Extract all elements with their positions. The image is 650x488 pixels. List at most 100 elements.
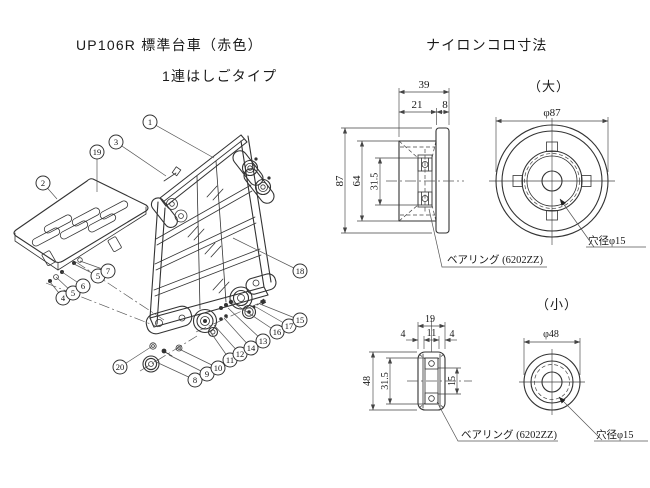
cart-exploded-view <box>13 134 277 373</box>
top-left-corner-bracket <box>150 197 188 229</box>
corner-roller <box>254 178 272 196</box>
callout-number-19: 19 <box>93 147 102 157</box>
callout-number-12: 12 <box>236 349 245 359</box>
dim-4-left: 4 <box>401 329 406 340</box>
callout-balloon-16 <box>269 324 285 340</box>
dim-11: 11 <box>427 328 437 339</box>
large-front-dimensions: φ87 <box>495 107 609 172</box>
dim-21: 21 <box>412 99 423 111</box>
deck-panel <box>13 178 149 271</box>
callout-leader-16 <box>231 301 278 333</box>
ladder-frame <box>145 134 277 335</box>
bottom-left-wheel-bracket <box>145 305 193 335</box>
callout-number-2: 2 <box>41 178 45 188</box>
callout-balloon-7 <box>100 263 116 279</box>
callout-number-18: 18 <box>296 266 305 276</box>
callout-balloon-19 <box>89 144 105 160</box>
dim-87: 87 <box>334 175 346 187</box>
bolt-head-part-3 <box>171 166 182 177</box>
dim-39: 39 <box>419 79 431 91</box>
left-axle-parts <box>142 342 183 373</box>
callout-leader-13 <box>227 307 264 342</box>
page-subtitle: 1連はしごタイプ <box>162 68 277 84</box>
bearing-label-large: ベアリング (6202ZZ) <box>428 208 547 268</box>
deck-slots <box>31 200 129 247</box>
deck-hinge-bracket <box>107 236 122 252</box>
dim-d87: φ87 <box>543 107 561 119</box>
corner-roller <box>166 198 178 210</box>
deck-mount-bolts <box>48 257 83 283</box>
callout-number-7: 7 <box>106 266 110 276</box>
callout-balloon-1 <box>142 114 158 130</box>
large-roller-heading: （大） <box>528 79 570 94</box>
callout-number-3: 3 <box>114 137 118 147</box>
callout-balloon-13 <box>255 333 271 349</box>
callout-balloon-8 <box>187 372 203 388</box>
callout-leader-8 <box>153 360 196 381</box>
callout-balloon-20 <box>112 359 128 375</box>
callout-number-6: 6 <box>81 281 85 291</box>
top-right-corner-bracket <box>232 150 275 204</box>
small-roller-side-view: 19 4 11 4 48 31.5 15 ベアリング (6202ZZ) <box>362 314 558 442</box>
callout-balloon-14 <box>243 340 259 356</box>
dim-8: 8 <box>442 99 448 111</box>
dim-4-right: 4 <box>450 329 455 340</box>
small-roller-front-view: φ48 穴径φ15 <box>519 329 648 442</box>
center-hole <box>541 170 563 192</box>
callout-number-10: 10 <box>214 363 223 373</box>
deck-hinge-bracket <box>41 250 56 266</box>
dim-19: 19 <box>425 314 435 325</box>
callout-number-17: 17 <box>285 321 294 331</box>
callout-balloon-18 <box>292 263 308 279</box>
callout-number-9: 9 <box>205 369 209 379</box>
small-front-dimensions: φ48 <box>523 329 581 375</box>
hole-label-large: 穴径φ15 <box>559 198 646 248</box>
hole-label-text: 穴径φ15 <box>596 428 634 441</box>
bolt-part-3 <box>163 172 177 182</box>
small-bearing-bottom <box>424 392 439 405</box>
callout-number-20: 20 <box>116 362 125 372</box>
callout-balloon-6 <box>75 278 91 294</box>
callout-number-5: 5 <box>71 288 75 298</box>
dim-31-5-small: 31.5 <box>380 372 391 390</box>
page-title: UP106R 標準台車（赤色） <box>76 37 263 53</box>
bottom-right-wheel-bracket <box>245 273 277 295</box>
surface-hatch-marks <box>187 185 230 294</box>
callout-balloon-15 <box>292 312 308 328</box>
callout-number-8: 8 <box>193 375 197 385</box>
bearing-label-small: ベアリング (6202ZZ) <box>436 401 558 442</box>
callout-number-4: 4 <box>61 293 66 303</box>
bearing-label-text: ベアリング (6202ZZ) <box>461 428 557 441</box>
callout-number-14: 14 <box>247 343 256 353</box>
corner-roller <box>174 209 188 223</box>
small-center-crosshair <box>519 349 585 415</box>
large-roller-side-view: 39 21 8 87 64 31.5 ベアリング (6202ZZ) <box>334 79 547 268</box>
callout-number-16: 16 <box>273 327 282 337</box>
large-side-dimensions: 39 21 8 87 64 31.5 <box>334 79 450 234</box>
callout-number-15: 15 <box>296 315 305 325</box>
callout-number-1: 1 <box>148 117 152 127</box>
callout-number-5: 5 <box>96 271 100 281</box>
hole-label-small: 穴径φ15 <box>558 396 648 442</box>
callout-balloon-10 <box>210 360 226 376</box>
ladder-side-rails <box>196 160 227 310</box>
small-bearing-top <box>424 357 439 370</box>
small-side-dimensions: 19 4 11 4 48 31.5 15 <box>362 314 461 411</box>
callout-leader-3 <box>115 141 167 177</box>
dim-64: 64 <box>351 175 363 187</box>
callout-balloon-2 <box>35 175 51 191</box>
dim-48: 48 <box>362 376 373 386</box>
front-roller-wheel <box>192 308 219 338</box>
callout-number-11: 11 <box>226 355 234 365</box>
section-title: ナイロンコロ寸法 <box>426 37 548 53</box>
hub-ribs <box>512 141 592 221</box>
callout-number-13: 13 <box>259 336 268 346</box>
large-roller-front-view: φ87 穴径φ15 <box>489 107 646 248</box>
wheel-disc-profile <box>435 127 450 234</box>
dim-31-5: 31.5 <box>370 173 381 191</box>
callout-leader-1 <box>149 121 215 159</box>
callout-leader-18 <box>232 237 301 272</box>
